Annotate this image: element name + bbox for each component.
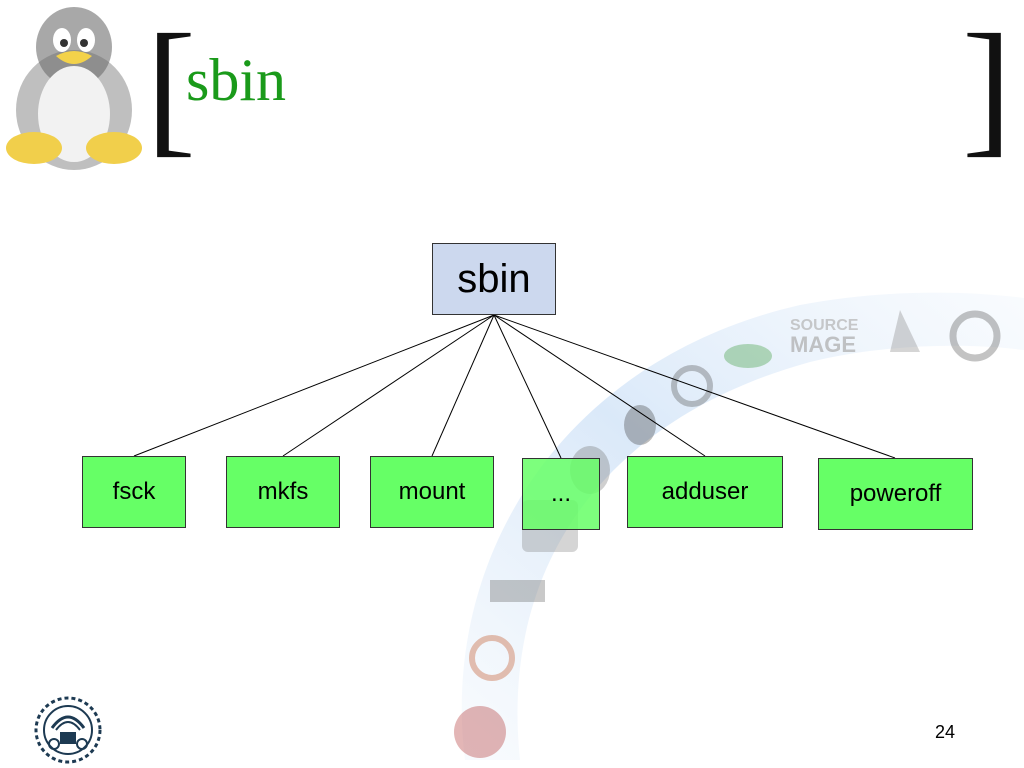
tree-node-label: poweroff xyxy=(849,480,942,507)
title-right-bracket: ] xyxy=(962,4,1012,170)
tree-root-label: sbin xyxy=(457,256,531,301)
tree-node-mount: mount xyxy=(370,456,494,528)
tree-node-fsck: fsck xyxy=(82,456,186,528)
connector-adduser xyxy=(493,314,706,457)
connector-ellipsis xyxy=(493,314,562,459)
connector-mount xyxy=(431,314,495,457)
tree-node-adduser: adduser xyxy=(627,456,783,528)
source-mage-watermark-text: SOURCE xyxy=(790,317,859,334)
university-seal-icon xyxy=(34,696,102,764)
tree-node-label: mount xyxy=(398,478,466,505)
tree-node-label: fsck xyxy=(112,478,156,505)
tux-penguin-icon xyxy=(6,7,142,170)
svg-text:MAGE: MAGE xyxy=(790,332,856,357)
tree-root-node: sbin xyxy=(432,243,556,315)
connector-mkfs xyxy=(282,314,495,457)
tree-node-ellipsis: ... xyxy=(522,458,600,530)
tree-node-label: ... xyxy=(550,480,571,507)
connector-poweroff xyxy=(493,314,896,459)
title-left-bracket: [ xyxy=(146,4,196,170)
connector-fsck xyxy=(133,314,495,457)
tree-node-poweroff: poweroff xyxy=(818,458,973,530)
tree-node-mkfs: mkfs xyxy=(226,456,340,528)
tree-node-label: mkfs xyxy=(257,478,309,505)
page-number: 24 xyxy=(934,722,956,742)
tree-node-label: adduser xyxy=(661,478,749,505)
page-title: sbin xyxy=(186,47,287,113)
